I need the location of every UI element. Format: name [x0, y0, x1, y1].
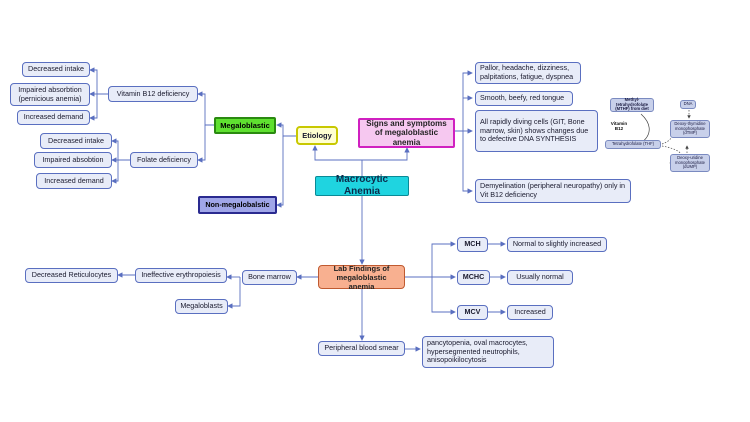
bone-marrow-node: Bone marrow	[242, 270, 297, 285]
sign-item-dna-synthesis: All rapidly diving cells (GIT, Bone marr…	[475, 110, 598, 152]
folate-cause-impaired-absorption: Impaired absobtion	[34, 152, 112, 168]
index-mchc: MCHC	[457, 270, 490, 285]
sign-item-tongue: Smooth, beefy, red tongue	[475, 91, 573, 106]
pathway-dna: DNA	[680, 100, 696, 109]
pathway-dump: Deoxy-uridine monophosphate (dUMP)	[670, 154, 710, 172]
index-mchc-value: Usually normal	[507, 270, 573, 285]
megaloblastic-node: Megaloblastic	[214, 117, 276, 134]
folate-cause-increased-demand: Increased demand	[36, 173, 112, 189]
vitamin-b12-deficiency-node: Vitamin B12 deficiency	[108, 86, 198, 102]
ineffective-erythropoiesis-node: Ineffective erythropoiesis	[135, 268, 227, 283]
sign-item-demyelination: Demyelination (peripheral neuropathy) on…	[475, 179, 631, 203]
pathway-dtmp: Deoxy-thymidine monophosphate (dTMP)	[670, 120, 710, 138]
sign-item-pallor: Pallor, headache, dizziness, palpitation…	[475, 62, 581, 84]
smear-findings-node: pancytopenia, oval macrocytes, hypersegm…	[422, 336, 554, 368]
decreased-reticulocytes-node: Decreased Reticulocytes	[25, 268, 118, 283]
index-mcv: MCV	[457, 305, 488, 320]
pathway-mthf: Methyl-tetrahydrofolate (MTHF) from diet	[610, 97, 654, 112]
index-mch: MCH	[457, 237, 488, 252]
signs-symptoms-node: Signs and symptoms of megaloblastic anem…	[358, 118, 455, 148]
pathway-vitamin-b12: Vitamin B12	[610, 120, 628, 132]
megaloblasts-node: Megaloblasts	[175, 299, 228, 314]
root-node: Macrocytic Anemia	[315, 174, 409, 197]
lab-findings-node: Lab Findings of megaloblastic anemia	[318, 264, 405, 291]
index-mcv-value: Increased	[507, 305, 553, 320]
folate-cause-decreased-intake: Decreased intake	[40, 133, 112, 149]
index-mch-value: Normal to slightly increased	[507, 237, 607, 252]
b12-cause-impaired-absorption: Impaired absorbtion (pernicious anemia)	[10, 83, 90, 106]
b12-cause-increased-demand: Increased demand	[17, 110, 90, 125]
folate-deficiency-node: Folate deficiency	[130, 152, 198, 168]
peripheral-smear-node: Peripheral blood smear	[318, 341, 405, 356]
etiology-node: Etiology	[296, 126, 338, 145]
b12-cause-decreased-intake: Decreased intake	[22, 62, 90, 77]
non-megaloblastic-node: Non-megalobalstic	[198, 196, 277, 214]
pathway-thf: Tetrahydrofolate (THF)	[605, 140, 661, 149]
